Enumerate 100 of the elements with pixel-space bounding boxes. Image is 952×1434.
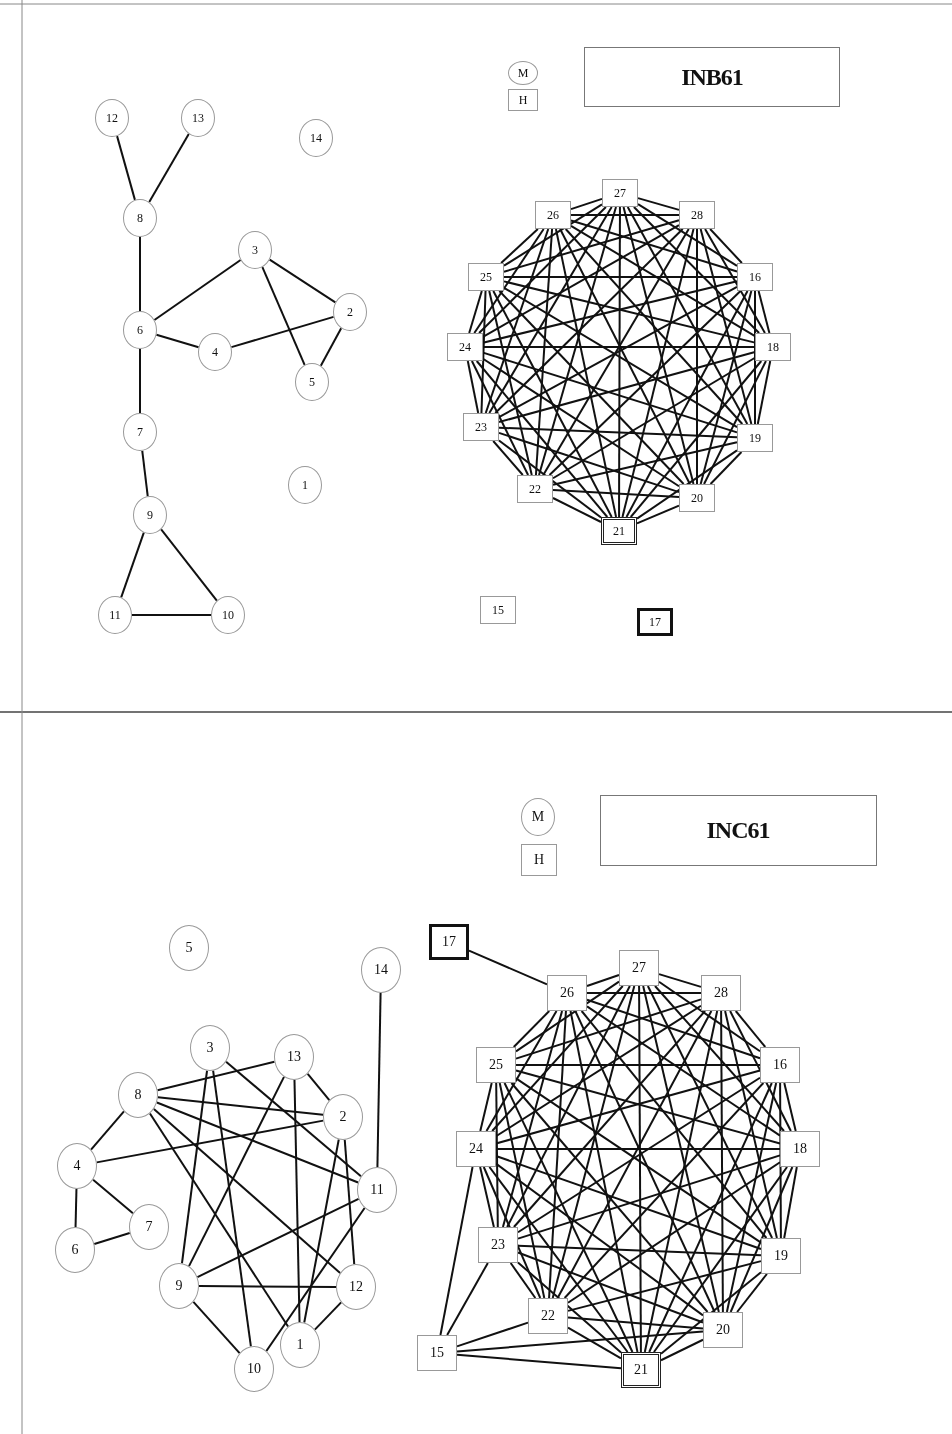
title-box: INC61: [599, 794, 877, 866]
edge-line: [517, 1244, 762, 1257]
square-node: 19: [761, 1238, 801, 1274]
edge-line: [230, 315, 335, 349]
edge-line: [621, 228, 695, 518]
edge-line: [473, 228, 545, 334]
edge-line: [643, 1010, 719, 1353]
edge-line: [376, 992, 382, 1168]
edge-line: [456, 1330, 704, 1353]
edge-line: [198, 1285, 337, 1288]
edge-line: [637, 203, 738, 267]
circle-node: 8: [123, 199, 157, 237]
square-node: 23: [478, 1227, 518, 1263]
square-node: 26: [547, 975, 587, 1011]
edge-line: [494, 228, 684, 414]
edge-line: [225, 1060, 362, 1178]
edge-line: [658, 980, 761, 1053]
circle-node: 12: [95, 99, 129, 137]
edge-line: [709, 228, 743, 264]
square-node: 24: [447, 333, 483, 361]
edge-line: [131, 614, 212, 616]
edge-line: [586, 973, 620, 988]
edge-line: [466, 360, 480, 414]
edge-line: [492, 290, 613, 518]
edge-line: [552, 441, 738, 486]
edge-line: [482, 357, 680, 488]
edge-line: [654, 985, 785, 1132]
edge-line: [506, 985, 631, 1228]
edge-line: [709, 451, 743, 485]
circle-node: 6: [55, 1227, 95, 1273]
edge-line: [570, 214, 680, 216]
edge-line: [456, 1321, 529, 1348]
square-node: H: [521, 844, 557, 876]
edge-line: [636, 504, 680, 525]
edge-line: [556, 1010, 713, 1299]
edge-line: [180, 1069, 209, 1265]
square-node: 16: [760, 1047, 800, 1083]
edge-line: [548, 290, 742, 476]
edge-line: [720, 1010, 724, 1313]
edge-line: [303, 1138, 340, 1324]
edge-line: [534, 228, 554, 476]
edge-line: [196, 1197, 360, 1279]
edge-line: [468, 949, 548, 986]
edge-line: [156, 1060, 276, 1092]
circle-node: M: [508, 61, 538, 85]
edge-line: [116, 135, 136, 201]
edge-line: [563, 1082, 765, 1299]
edge-line: [580, 1010, 768, 1239]
edge-line: [495, 1148, 781, 1150]
edge-line: [632, 206, 761, 334]
edge-line: [517, 1251, 704, 1324]
edge-line: [503, 203, 603, 267]
square-node: 17: [637, 608, 673, 636]
circle-node: 3: [238, 231, 272, 269]
circle-node: 5: [169, 925, 209, 971]
circle-node: 12: [336, 1264, 376, 1310]
edge-line: [495, 1155, 762, 1250]
circle-node: 8: [118, 1072, 158, 1118]
edge-line: [552, 356, 756, 480]
edge-line: [484, 228, 550, 414]
edge-line: [637, 197, 680, 211]
edge-line: [475, 360, 609, 518]
square-node: 27: [619, 950, 659, 986]
edge-line: [120, 531, 145, 599]
edge-line: [468, 290, 483, 334]
edge-line: [570, 197, 603, 211]
square-node: 15: [480, 596, 516, 624]
edge-line: [703, 360, 767, 485]
circle-node: 6: [123, 311, 157, 349]
circle-node: 7: [123, 413, 157, 451]
edge-line: [141, 449, 149, 498]
edge-line: [74, 1188, 78, 1228]
edge-line: [153, 259, 242, 321]
edge-line: [552, 497, 602, 523]
edge-line: [139, 348, 141, 414]
edge-line: [564, 228, 744, 425]
edge-line: [90, 1110, 125, 1151]
edge-line: [626, 206, 749, 425]
edge-line: [439, 1166, 474, 1336]
edge-line: [479, 1166, 495, 1228]
circle-node: M: [521, 798, 555, 836]
edge-line: [512, 1010, 551, 1048]
edge-line: [551, 985, 636, 1299]
edge-line: [456, 1353, 622, 1370]
edge-line: [569, 1010, 639, 1353]
edge-line: [495, 1004, 702, 1138]
edge-line: [658, 973, 702, 988]
edge-line: [622, 206, 695, 485]
edge-line: [567, 1260, 762, 1312]
edge-line: [482, 1166, 542, 1299]
edge-line: [156, 1096, 325, 1116]
edge-line: [160, 528, 218, 602]
title-box: INB61: [584, 47, 840, 107]
edge-line: [618, 206, 621, 518]
edge-line: [155, 333, 200, 349]
edge-line: [503, 1082, 634, 1353]
square-node: 21: [621, 1352, 661, 1388]
edge-line: [636, 449, 738, 520]
edge-line: [660, 1338, 704, 1362]
edge-line: [95, 1119, 325, 1164]
